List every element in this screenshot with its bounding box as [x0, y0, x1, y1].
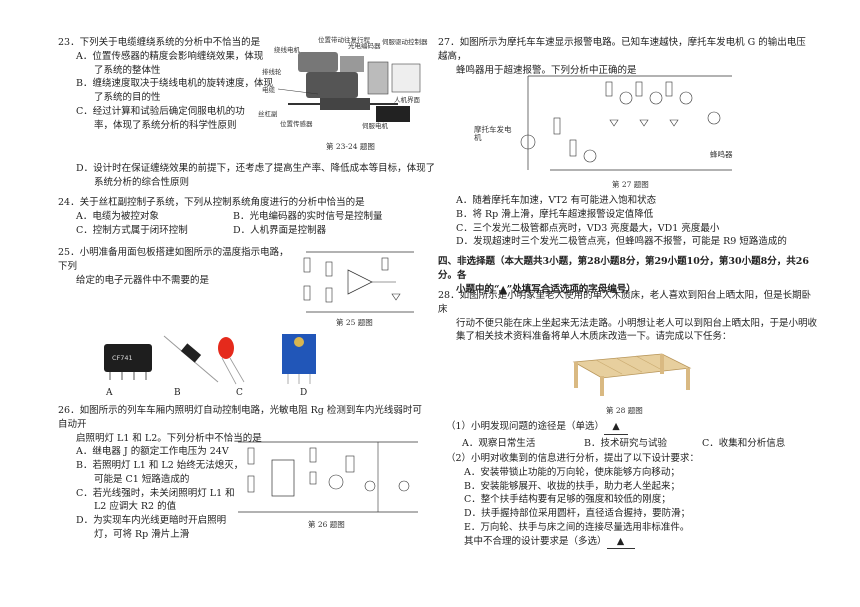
section-header: 四、非选择题（本大题共3小题，第28小题8分，第29小题10分，第30小题8分，…: [438, 255, 818, 296]
q26-option-d: D．为实现车内光线更暗时开启照明: [76, 515, 227, 527]
q25-stem-1: 25．小明准备用面包板搭建如图所示的温度指示电路，下列: [58, 247, 289, 272]
choice-b: B: [174, 388, 181, 398]
fig23-label-1: 绕线电机: [274, 45, 301, 54]
q28-part1-blank[interactable]: ▲: [604, 420, 629, 435]
q25-stem-2: 给定的电子元器件中不需要的是: [76, 274, 210, 286]
q26-figure-caption: 第 26 题图: [308, 520, 345, 529]
q23-option-d: D．设计时在保证缠绕效果的前提下，还考虑了提高生产率、降低成本等目标，体现了 系…: [76, 162, 448, 190]
choice-a: A: [106, 388, 113, 398]
q28-part1-choices: A．观察日常生活 B．技术研究与试验 C．收集和分析信息: [462, 437, 832, 451]
q26-option-b: B．若照明灯 L1 和 L2 始终无法熄灭，: [76, 460, 244, 472]
diode-component: [163, 335, 219, 383]
section-header-line2a: 小题中的“: [456, 283, 500, 295]
q23-option-a-cont: 了系统的整体性: [94, 64, 161, 76]
q28-stem-2: 行动不便只能在床上坐起来无法走路。小明想让老人可以到阳台上晒太阳，于是小明收: [456, 317, 818, 329]
q26-stem-1: 26．如图所示的列车车厢内照明灯自动控制电路，光敏电阻 Rg 检测到车内光线弱时…: [58, 405, 422, 430]
q23-option-d-line1: D．设计时在保证缠绕效果的前提下，还考虑了提高生产率、降低成本等目标，体现了: [76, 163, 436, 174]
q27-circuit: [520, 75, 732, 171]
q28-p1-option-a: A．观察日常生活: [462, 438, 536, 449]
fig23-label-10: 伺服电机: [362, 121, 389, 130]
q23-option-b-cont: 了系统的目的性: [94, 92, 161, 104]
fig23-label-4: 丝杠副: [258, 109, 278, 118]
q28-req-c: C．整个扶手结构要有足够的强度和较低的刚度；: [464, 494, 671, 506]
q23-option-a: A．位置传感器的精度会影响缠绕效果，体现: [76, 50, 264, 62]
potentiometer-component: [282, 334, 316, 384]
q27-option-d: D．发现超速时三个发光二极管点亮，但蜂鸣器不报警，可能是 R9 短路造成的: [456, 236, 787, 248]
q28-part1: （1）小明发现问题的途径是（单选） ▲: [446, 420, 816, 435]
q24-option-b: B．光电编码器的实时信号是控制量: [233, 210, 383, 222]
q24-option-c: C．控制方式属于闭环控制: [76, 224, 188, 236]
q26-option-c-cont: L2 应调大 R2 的值: [94, 501, 177, 513]
q25-circuit: [303, 251, 414, 313]
q28-bed-figure: [572, 353, 692, 396]
fig23-label-6: 位置带动往复行程: [318, 35, 371, 44]
q23-figure-caption: 第 23-24 题图: [326, 142, 375, 151]
q26-option-c: C．若光线强时，未关闭照明灯 L1 和: [76, 487, 235, 499]
q28-stem-3: 集了相关技术资料准备将单人木质床改造一下。请完成以下任务：: [456, 331, 732, 343]
q26-stem-2: 启照明灯 L1 和 L2。下列分析中不恰当的是: [76, 432, 262, 444]
q28-req-b: B．安装能够展开、收拢的扶手，助力老人坐起来；: [464, 480, 680, 492]
q28-part1-blank-mark: ▲: [612, 421, 620, 432]
q28-p1-option-b: B．技术研究与试验: [584, 438, 667, 449]
q24: 24．关于丝杠副控制子系统，下列从控制系统角度进行的分析中恰当的是 A．电缆为被…: [58, 196, 428, 238]
fig23-label-2: 排线轮: [262, 67, 282, 76]
choice-d: D: [300, 388, 308, 398]
section-header-line2b: ”处填写合适选项的字母编号）: [506, 283, 636, 295]
chip-component: CF741: [104, 344, 152, 380]
q27-generator-label: 摩托车发电机: [474, 125, 512, 143]
q28-figure-caption: 第 28 题图: [606, 406, 643, 415]
q27-option-c: C．三个发光二极管都点亮时，VD3 亮度最大，VD1 亮度最小: [456, 222, 720, 234]
fig23-label-3: 电缆: [262, 85, 276, 94]
q25-components: CF741: [104, 334, 316, 385]
q28-part1-prompt: （1）小明发现问题的途径是（单选）: [446, 421, 605, 432]
q28-req-d: D．扶手握持部位采用圆杆，直径适合握持，要防滑；: [464, 508, 691, 520]
choice-c: C: [236, 388, 243, 398]
q23-option-d-line2: 系统分析的综合性原则: [94, 176, 190, 188]
q28-part2-prompt: （2）小明对收集到的信息进行分析，提出了以下设计要求：: [446, 453, 700, 464]
q26-option-a: A．继电器 J 的额定工作电压为 24V: [76, 446, 229, 458]
q28-p1-option-c: C．收集和分析信息: [702, 438, 786, 449]
q28-req-e: E．万向轮、扶手与床之间的连接尽量选用非标准件。: [464, 521, 690, 533]
led-component: [218, 337, 245, 385]
q25-figure-caption: 第 25 题图: [336, 318, 373, 327]
section-header-line1: 四、非选择题（本大题共3小题，第28小题8分，第29小题10分，第30小题8分，…: [438, 256, 809, 281]
chip-label: CF741: [112, 354, 133, 362]
right-column: 27．如图所示为摩托车车速显示报警电路。已知车速越快，摩托车发电机 G 的输出电…: [438, 36, 810, 77]
q28-stem-1: 28．如图所示是小明家里老人使用的单人木质床，老人喜欢到阳台上晒太阳，但是长期卧…: [438, 290, 812, 315]
q28-req-a: A．安装带锁止功能的万向轮，使床能够方向移动；: [464, 466, 680, 478]
fig23-label-7: 光电编码器: [348, 41, 381, 50]
q28-part2-blank[interactable]: ▲: [606, 535, 635, 550]
q28-part2-blank-mark: ▲: [616, 535, 625, 547]
q26-option-d-cont: 灯，可将 Rp 滑片上滑: [94, 528, 190, 540]
left-column: 23．下列关于电缆缠绕系统的分析中不恰当的是 A．位置传感器的精度会影响缠绕效果…: [58, 36, 428, 135]
q23-option-c-cont: 率，体现了系统分析的科学性原则: [94, 119, 237, 131]
q27-figure-caption: 第 27 题图: [612, 180, 649, 189]
q23-stem: 23．下列关于电缆缠绕系统的分析中不恰当的是: [58, 37, 261, 48]
fig23-label-8: 伺服驱动控制器: [382, 37, 428, 46]
q23: 23．下列关于电缆缠绕系统的分析中不恰当的是 A．位置传感器的精度会影响缠绕效果…: [58, 36, 428, 132]
q27-stem-1: 27．如图所示为摩托车车速显示报警电路。已知车速越快，摩托车发电机 G 的输出电…: [438, 37, 806, 62]
q23-option-c: C．经过计算和试验后确定伺服电机的功: [76, 105, 245, 117]
q26-option-b-cont: 可能是 C1 短路造成的: [94, 473, 190, 485]
q24-option-d: D．人机界面是控制器: [233, 224, 327, 236]
fig23-label-9: 人机界面: [394, 95, 421, 104]
q27-stem-2: 蜂鸣器用于超速报警。下列分析中正确的是: [456, 64, 637, 76]
q25: 25．小明准备用面包板搭建如图所示的温度指示电路，下列 给定的电子元器件中不需要…: [58, 246, 298, 287]
fig23-label-5: 位置传感器: [280, 119, 313, 128]
q24-option-a: A．电缆为被控对象: [76, 210, 159, 222]
q27-option-a: A．随着摩托车加速，VT2 有可能进入饱和状态: [456, 195, 657, 206]
q28-part2-last: 其中不合理的设计要求是（多选）: [464, 535, 607, 547]
q28-stem: 28．如图所示是小明家里老人使用的单人木质床，老人喜欢到阳台上晒太阳，但是长期卧…: [438, 289, 818, 344]
section-header-blank: ▲: [499, 283, 507, 295]
q24-stem: 24．关于丝杠副控制子系统，下列从控制系统角度进行的分析中恰当的是: [58, 197, 365, 208]
q27-options: A．随着摩托车加速，VT2 有可能进入饱和状态 B．将 Rp 滑上滑，摩托车超速…: [456, 194, 826, 249]
q23-figure: 绕线电机 排线轮 电缆 丝杠副 位置传感器 位置带动往复行程 光电编码器 伺服驱…: [258, 35, 428, 130]
q26-circuit: [238, 441, 418, 513]
q28-part2: （2）小明对收集到的信息进行分析，提出了以下设计要求： A．安装带锁止功能的万向…: [446, 452, 816, 550]
q27-option-b: B．将 Rp 滑上滑，摩托车超速报警设定值降低: [456, 208, 654, 220]
q26: 26．如图所示的列车车厢内照明灯自动控制电路，光敏电阻 Rg 检测到车内光线弱时…: [58, 404, 428, 542]
q27-buzzer-label: 蜂鸣器: [710, 150, 733, 159]
q23-option-b: B．缠绕速度取决于绕线电机的旋转速度，体现: [76, 78, 273, 90]
